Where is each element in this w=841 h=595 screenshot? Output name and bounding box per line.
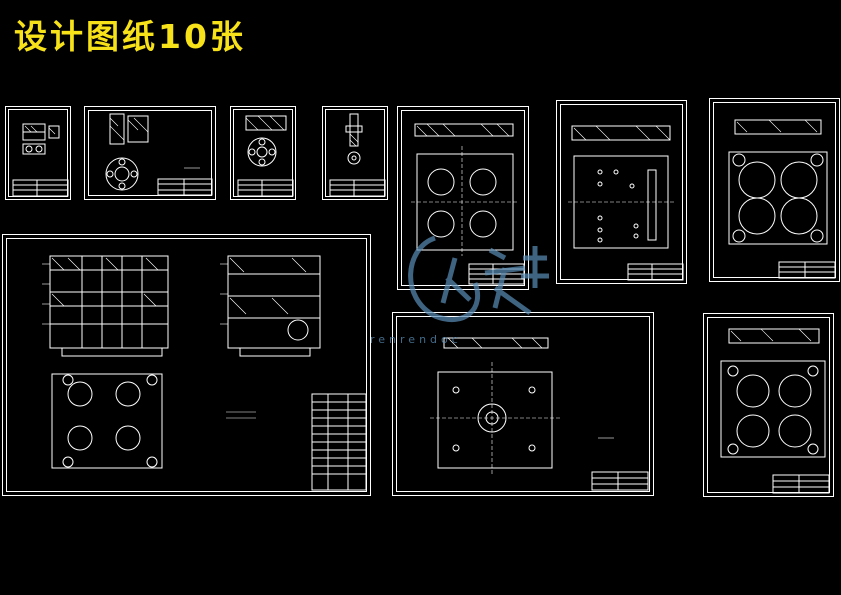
watermark-text: renrendoc (370, 333, 462, 346)
drawing-sheet-4[interactable] (322, 106, 388, 200)
drawing-sheet-3[interactable] (230, 106, 296, 200)
watermark-logo (395, 228, 555, 338)
drawing-sheet-9[interactable] (392, 312, 654, 496)
drawing-sheet-1[interactable] (5, 106, 71, 200)
drawing-sheet-2[interactable] (84, 106, 216, 200)
drawing-sheet-6[interactable] (556, 100, 687, 284)
page-title: 设计图纸10张 (14, 17, 246, 56)
drawing-sheet-5[interactable] (397, 106, 529, 290)
drawing-sheet-8[interactable] (2, 234, 371, 496)
drawing-sheet-10[interactable] (703, 313, 834, 497)
drawing-sheet-7[interactable] (709, 98, 840, 282)
